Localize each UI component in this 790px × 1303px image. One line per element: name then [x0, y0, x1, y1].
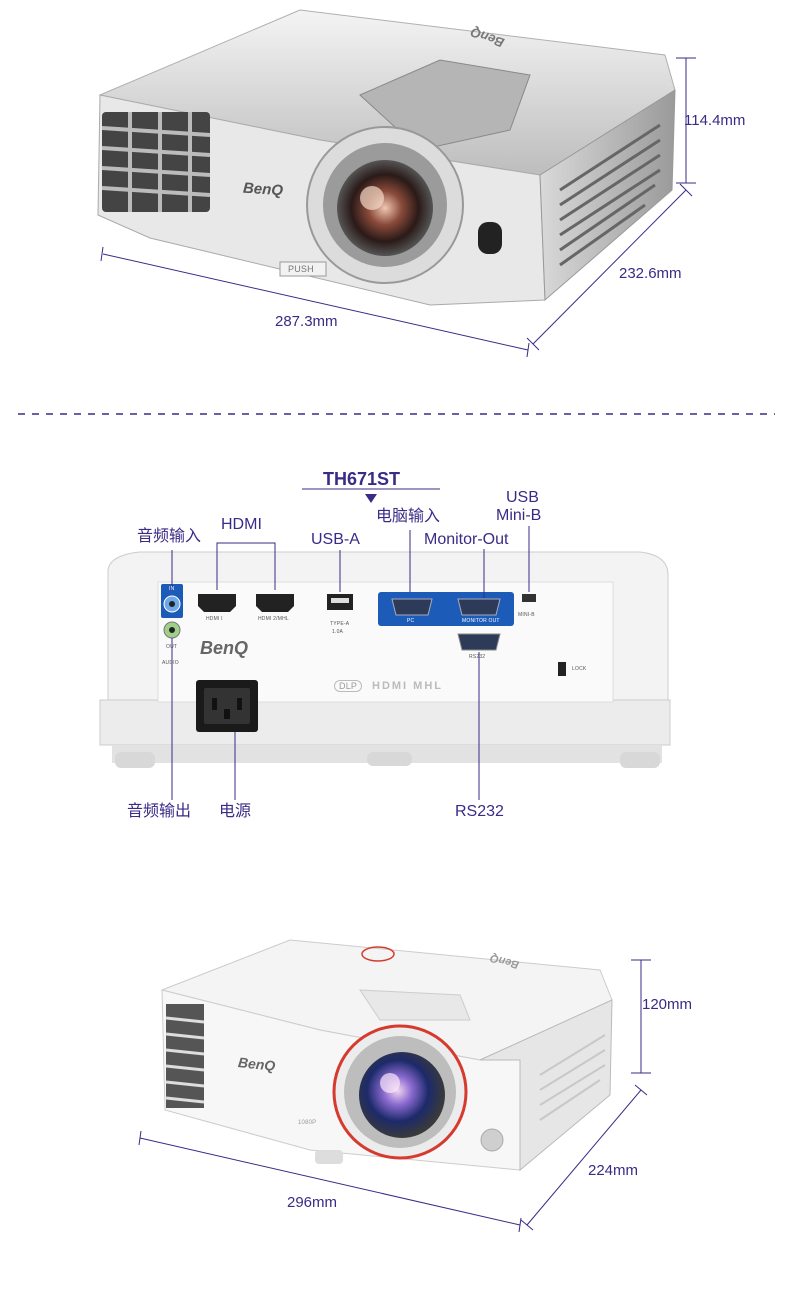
panel-text-pc: PC: [407, 618, 415, 624]
panel-text-hdmi2: HDMI 2/MHL: [258, 616, 289, 622]
panel-text-out: OUT: [166, 644, 178, 650]
hdmi-mhl-logo: HDMI MHL: [372, 680, 443, 692]
height-dimension-white: 120mm: [642, 996, 693, 1013]
label-audio-in: 音频输入: [137, 528, 202, 545]
height-dimension: 114.4mm: [684, 112, 746, 129]
label-rs232: RS232: [455, 803, 504, 820]
panel-text-monitor-out: MONITOR OUT: [462, 618, 500, 624]
model-name: TH671ST: [323, 469, 401, 489]
section-divider: [18, 413, 775, 415]
label-usb-mini-line1: USB: [506, 489, 539, 506]
panel-text-lock: LOCK: [572, 666, 587, 672]
depth-dimension: 232.6mm: [619, 265, 682, 282]
panel-text-in: IN: [169, 586, 175, 592]
label-power: 电源: [219, 803, 252, 820]
label-usb-mini-line2: Mini-B: [496, 507, 542, 524]
panel-text-type-a-current: 1.0A: [332, 629, 344, 635]
label-monitor-out: Monitor-Out: [424, 531, 509, 548]
panel-text-rs232: RS232: [469, 654, 486, 660]
depth-dimension-white: 224mm: [588, 1162, 639, 1179]
width-dimension: 287.3mm: [275, 313, 338, 330]
panel-text-hdmi1: HDMI I: [206, 616, 223, 622]
label-hdmi: HDMI: [221, 516, 262, 533]
dlp-logo: DLP: [334, 680, 363, 692]
resolution-badge: 1080P: [298, 1120, 317, 1126]
panel-text-mini-b: MINI-B: [518, 612, 535, 618]
projector-top-illustration: [97, 9, 696, 358]
panel-text-audio: AUDIO: [162, 660, 179, 666]
width-dimension-white: 296mm: [287, 1194, 338, 1211]
rear-panel-illustration: [99, 488, 671, 800]
label-usb-a: USB-A: [311, 531, 360, 548]
label-pc-in: 电脑输入: [376, 508, 441, 525]
panel-brand-logo: BenQ: [200, 638, 249, 658]
push-label: PUSH: [288, 264, 314, 274]
label-audio-out: 音频输出: [127, 803, 192, 820]
panel-text-type-a: TYPE-A: [330, 621, 350, 627]
